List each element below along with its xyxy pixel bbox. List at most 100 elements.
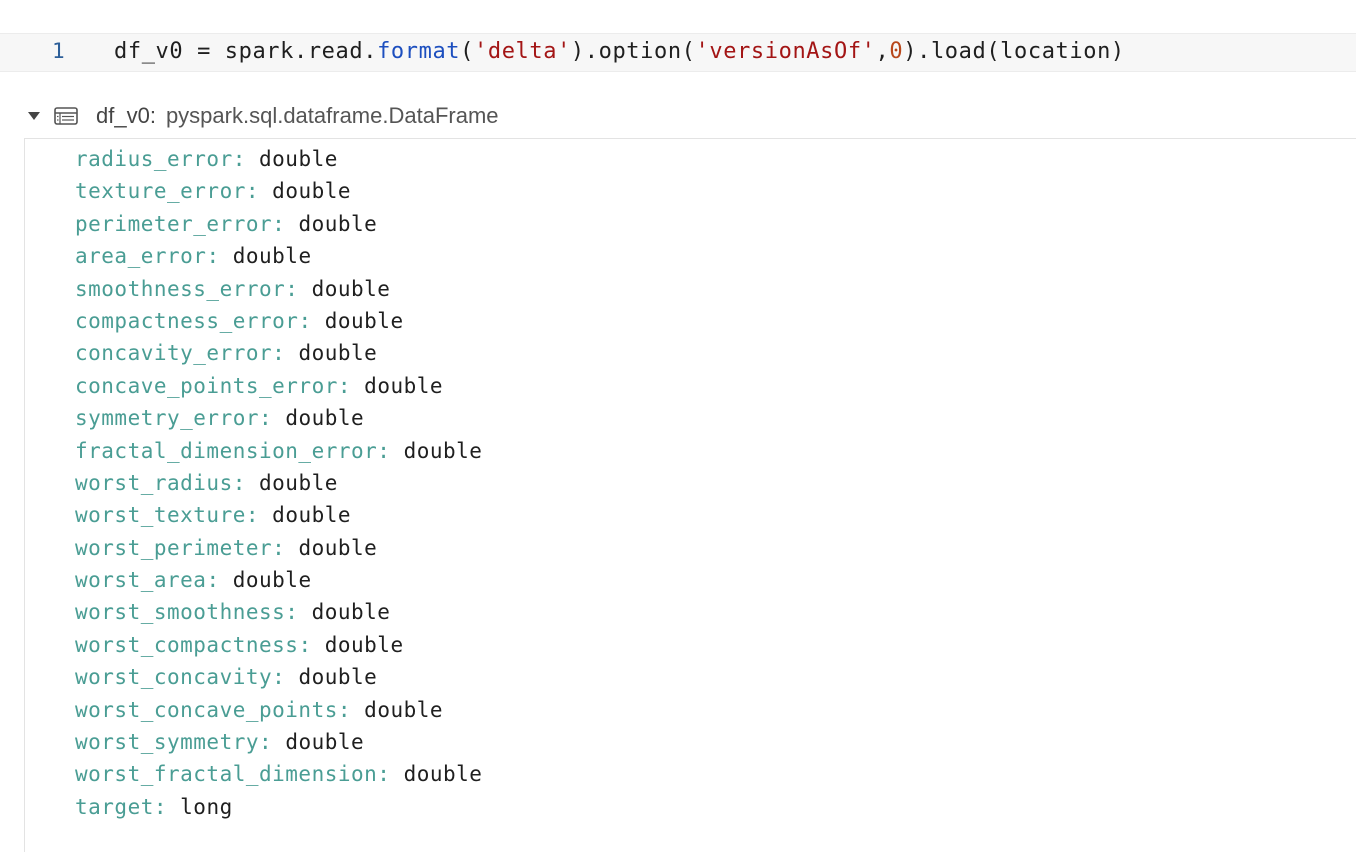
field-name: radius_error [75,147,233,171]
field-type: double [364,373,444,398]
code-token-string: 'versionAsOf' [695,39,876,64]
code-cell-line[interactable]: 1 df_v0 = spark.read.format('delta').opt… [0,33,1356,72]
code-token: ).option( [570,39,696,64]
field-type: double [272,503,352,528]
code-token-function: format [377,39,461,64]
field-name: perimeter_error [75,211,273,236]
field-name: worst_symmetry [75,730,260,755]
field-type: double [272,179,352,204]
field-type: double [259,147,338,171]
dataframe-type: pyspark.sql.dataframe.DataFrame [165,103,499,128]
field-name: compactness_error [75,308,299,333]
field-name: worst_radius [75,470,233,495]
field-name: symmetry_error [75,406,260,431]
schema-field: concave_points_error: double [75,373,482,405]
field-separator: : [259,406,286,431]
schema-field: worst_area: double [75,567,482,599]
field-separator: : [285,600,312,625]
code-token: ( [460,39,474,64]
field-separator: : [272,211,299,236]
field-separator: : [285,276,312,301]
schema-field: texture_error: double [75,178,482,210]
field-separator: : [259,730,286,755]
field-type: double [232,568,312,593]
code-token: df_v0 = spark.read. [114,39,378,64]
field-name: worst_concavity [75,665,273,690]
field-name: concavity_error [75,341,273,366]
schema-field: smoothness_error: double [75,276,482,308]
schema-field: worst_concavity: double [75,664,482,696]
collapse-caret-icon[interactable] [28,112,40,120]
schema-field: fractal_dimension_error: double [75,438,482,470]
field-separator: : [232,470,260,495]
field-type: double [298,665,378,690]
field-name: worst_concave_points [75,697,338,722]
schema-field: worst_smoothness: double [75,599,482,631]
field-separator: : [245,503,273,528]
code-token-number: 0 [889,39,904,64]
table-icon [54,107,78,125]
field-type: double [259,470,338,495]
field-type: double [311,600,391,625]
schema-field: compactness_error: double [75,308,482,340]
field-name: fractal_dimension_error [75,438,378,463]
field-separator: : [206,244,233,269]
field-type: double [311,276,391,301]
schema-field: area_error: double [75,243,482,275]
field-type: double [364,697,444,722]
dataframe-variable-name: df_v0: [96,103,156,128]
field-type: double [285,406,365,431]
field-separator: : [272,665,299,690]
schema-field: worst_radius: double [75,470,482,502]
field-separator: : [337,697,365,722]
schema-field: symmetry_error: double [75,405,482,437]
code-token: ).load(location) [903,39,1125,64]
field-name: area_error [75,244,207,269]
field-name: worst_area [75,568,207,593]
schema-field: worst_fractal_dimension: double [75,761,482,793]
field-separator: : [245,179,273,204]
field-name: worst_compactness [75,632,299,657]
schema-field: worst_symmetry: double [75,729,482,761]
field-separator: : [337,373,365,398]
field-name: worst_fractal_dimension [75,762,378,787]
field-type: double [324,632,404,657]
field-name: target [75,794,154,819]
field-name: concave_points_error [75,373,338,398]
line-number: 1 [52,39,65,63]
field-type: double [285,730,365,755]
field-name: smoothness_error [75,276,286,301]
field-name: texture_error [75,179,246,204]
schema-field: worst_compactness: double [75,632,482,664]
field-type: double [232,244,312,269]
field-separator: : [206,568,233,593]
schema-field: target: long [75,794,482,826]
schema-header[interactable]: df_v0: pyspark.sql.dataframe.DataFrame [28,100,499,132]
field-name: worst_texture [75,503,246,528]
schema-field: perimeter_error: double [75,211,482,243]
field-type: double [403,438,483,463]
field-separator: : [298,632,325,657]
field-separator: : [298,308,325,333]
field-separator: : [272,341,299,366]
code-text[interactable]: df_v0 = spark.read.format('delta').optio… [114,39,1125,64]
field-type: double [298,341,378,366]
field-type: double [324,308,404,333]
field-type: double [298,211,378,236]
schema-field: concavity_error: double [75,340,482,372]
field-type: long [180,794,233,819]
field-type: double [298,535,378,560]
field-separator: : [272,535,299,560]
code-token-string: 'delta' [474,39,571,64]
field-type: double [403,762,483,787]
field-separator: : [153,794,181,819]
field-separator: : [377,762,404,787]
schema-field: worst_perimeter: double [75,535,482,567]
schema-field: worst_concave_points: double [75,697,482,729]
field-separator: : [232,147,260,171]
field-separator: : [377,438,404,463]
field-name: worst_perimeter [75,535,273,560]
schema-field: worst_texture: double [75,502,482,534]
